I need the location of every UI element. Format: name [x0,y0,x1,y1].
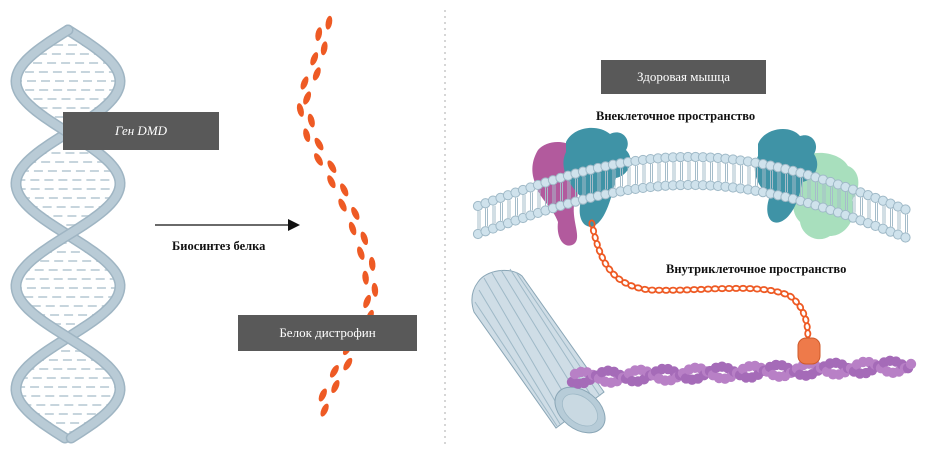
dna-double-helix [10,24,126,444]
protein-synthesis-label: Биосинтез белка [172,239,266,253]
actin-filament [566,355,917,389]
muscle-fiber [471,268,606,434]
intracellular-space-label: Внутриклеточное пространство [666,262,847,276]
synthesis-arrow [155,219,300,231]
cell-membrane [472,151,911,243]
actin-binding-domain [797,337,821,365]
dystrophin-chain [296,15,379,417]
extracellular-space-label: Внеклеточное пространство [596,109,756,123]
healthy-muscle-label: Здоровая мышца [601,60,766,94]
gene-dmd-label: Ген DMD [63,112,219,150]
dystrophin-protein-label: Белок дистрофин [238,315,417,351]
dystrophin-link [588,219,812,339]
